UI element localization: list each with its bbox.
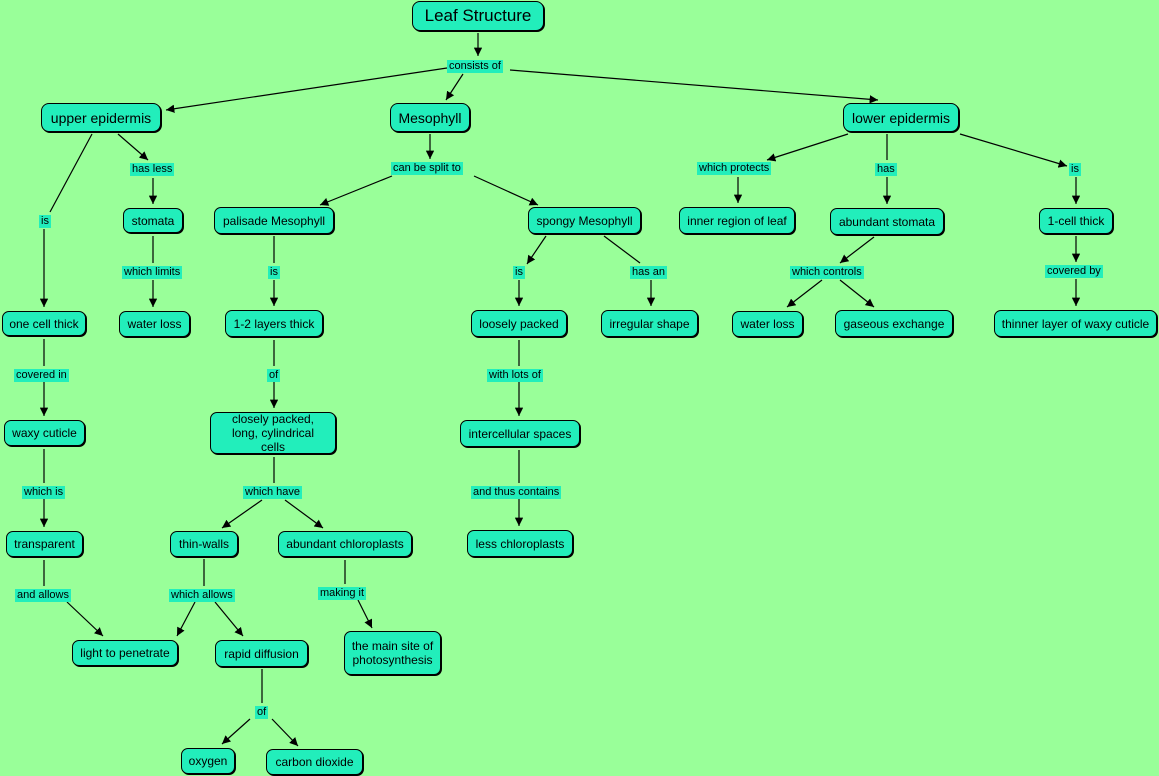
label-which-controls[interactable]: which controls <box>790 266 864 279</box>
node-gaseous-exchange[interactable]: gaseous exchange <box>835 310 953 337</box>
label-has[interactable]: has <box>875 163 897 176</box>
node-carbon-dioxide[interactable]: carbon dioxide <box>266 749 363 775</box>
connector-line-17 <box>319 175 393 206</box>
connector-line-42 <box>766 133 849 162</box>
node-upper-epidermis[interactable]: upper epidermis <box>41 103 161 132</box>
node-one-cell-thick[interactable]: one cell thick <box>2 311 86 336</box>
label-covered-by[interactable]: covered by <box>1045 265 1103 278</box>
connector-line-18 <box>473 175 539 206</box>
connector-line-3 <box>509 69 879 104</box>
node-closely-packed-cells[interactable]: closely packed, long, cylindrical cells <box>210 412 336 454</box>
label-is-palisade[interactable]: is <box>268 266 280 279</box>
connector-line-27 <box>176 601 196 637</box>
label-is-lower[interactable]: is <box>1069 163 1081 176</box>
label-covered-in[interactable]: covered in <box>14 369 69 382</box>
node-inner-region-of-leaf[interactable]: inner region of leaf <box>679 207 795 234</box>
node-mesophyll[interactable]: Mesophyll <box>390 103 470 132</box>
node-oxygen[interactable]: oxygen <box>181 748 235 774</box>
node-main-site-photosynthesis[interactable]: the main site of photosynthesis <box>344 631 441 675</box>
connector-line-24 <box>221 499 263 529</box>
node-waxy-cuticle[interactable]: waxy cuticle <box>4 420 85 446</box>
connector-line-25 <box>284 499 324 529</box>
label-of-layers[interactable]: of <box>267 369 281 382</box>
node-transparent[interactable]: transparent <box>6 531 83 557</box>
node-thin-walls[interactable]: thin-walls <box>170 531 238 557</box>
label-with-lots-of[interactable]: with lots of <box>487 369 543 382</box>
connector-line-50 <box>839 279 875 308</box>
connector-line-34 <box>526 235 547 265</box>
connector-line-48 <box>839 236 875 264</box>
connector-line-32 <box>221 718 251 745</box>
node-less-chloroplasts[interactable]: less chloroplasts <box>467 530 573 557</box>
node-stomata[interactable]: stomata <box>123 208 183 233</box>
node-leaf-structure[interactable]: Leaf Structure <box>412 1 544 31</box>
label-which-protects[interactable]: which protects <box>697 162 772 175</box>
node-water-loss-upper[interactable]: water loss <box>119 311 190 337</box>
connector-line-1 <box>165 67 448 113</box>
label-making-it[interactable]: making it <box>318 587 367 600</box>
connector-line-13 <box>66 601 104 637</box>
node-intercellular-spaces[interactable]: intercellular spaces <box>460 420 580 447</box>
connector-line-4 <box>49 133 93 213</box>
node-irregular-shape[interactable]: irregular shape <box>601 310 698 337</box>
label-consists-of[interactable]: consists of <box>447 60 503 73</box>
node-light-to-penetrate[interactable]: light to penetrate <box>72 640 178 666</box>
label-which-allows[interactable]: which allows <box>169 589 235 602</box>
label-and-allows[interactable]: and allows <box>15 589 71 602</box>
node-1-cell-thick[interactable]: 1-cell thick <box>1039 208 1113 234</box>
label-which-limits[interactable]: which limits <box>122 266 183 279</box>
label-can-be-split-to[interactable]: can be split to <box>391 162 463 175</box>
label-and-thus-contains[interactable]: and thus contains <box>471 486 562 499</box>
label-has-an[interactable]: has an <box>630 266 668 279</box>
label-which-is[interactable]: which is <box>22 486 66 499</box>
node-abundant-stomata[interactable]: abundant stomata <box>830 208 944 235</box>
connector-line-44 <box>959 133 1068 168</box>
node-rapid-diffusion[interactable]: rapid diffusion <box>215 640 308 667</box>
connector-line-5 <box>117 133 149 161</box>
label-is-spongy[interactable]: is <box>513 266 525 279</box>
connector-line-33 <box>271 718 299 747</box>
node-1-2-layers-thick[interactable]: 1-2 layers thick <box>225 310 323 337</box>
connector-line-35 <box>603 235 641 264</box>
node-lower-epidermis[interactable]: lower epidermis <box>843 103 959 132</box>
node-loosely-packed[interactable]: loosely packed <box>471 310 567 337</box>
label-has-less[interactable]: has less <box>130 163 175 176</box>
node-spongy-mesophyll[interactable]: spongy Mesophyll <box>528 207 641 234</box>
node-abundant-chloroplasts[interactable]: abundant chloroplasts <box>278 531 412 557</box>
node-water-loss-lower[interactable]: water loss <box>732 311 803 337</box>
label-of-diffusion[interactable]: of <box>255 706 269 719</box>
label-which-have[interactable]: which have <box>243 486 303 499</box>
connector-line-28 <box>214 601 244 637</box>
node-palisade-mesophyll[interactable]: palisade Mesophyll <box>214 207 334 234</box>
label-is-upper[interactable]: is <box>39 215 51 228</box>
connector-line-30 <box>357 599 373 629</box>
connector-line-49 <box>786 279 823 308</box>
node-thinner-layer-waxy-cuticle[interactable]: thinner layer of waxy cuticle <box>994 310 1157 337</box>
connector-line-2 <box>445 73 464 101</box>
